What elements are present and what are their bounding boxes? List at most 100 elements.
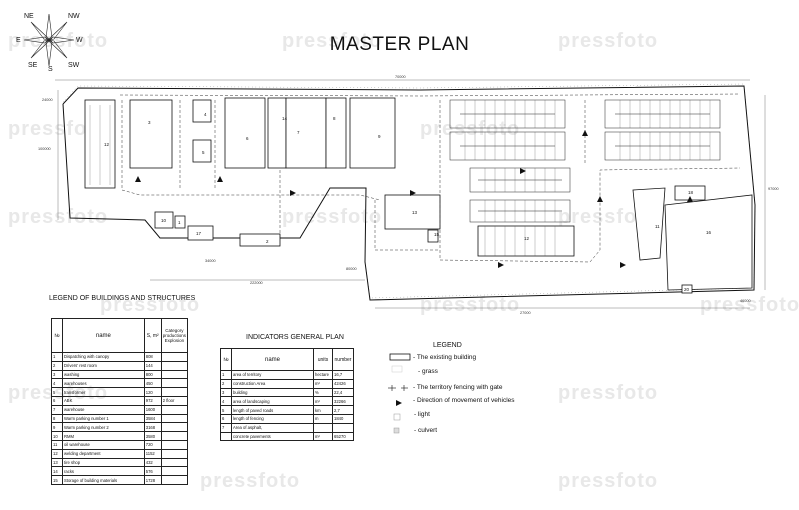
building-7: [285, 97, 327, 169]
legend-symbols: [388, 353, 411, 434]
building-row-area: 3584: [143, 413, 162, 424]
svg-text:10: 10: [161, 218, 167, 223]
watermark: pressfoto: [282, 30, 383, 52]
building-row-no: 15: [51, 475, 63, 485]
indicator-row-no: 7: [220, 422, 232, 433]
building-row-name: Dispatching with canopy: [62, 352, 145, 362]
watermark: pressfoto: [700, 294, 799, 316]
indicator-row-units: %: [313, 387, 333, 398]
building-row-cat: [160, 439, 189, 450]
building-row-cat: [160, 378, 189, 389]
ind-col-number: number: [332, 348, 354, 371]
building-11: [632, 187, 666, 261]
svg-text:2: 2: [266, 239, 269, 244]
building-10: [154, 211, 174, 229]
legend-item-fence: - The territory fencing with gate: [413, 384, 503, 391]
building-8: [325, 97, 347, 169]
indicator-row-no: [220, 431, 232, 442]
building-row-cat: [160, 413, 189, 424]
building-row-name: Storage of building materials: [62, 475, 145, 485]
indicator-row-no: 3: [220, 387, 232, 398]
building-row-cat: [160, 404, 189, 415]
indicator-row-units: [313, 422, 333, 433]
indicator-row-name: length of fencing: [231, 413, 314, 424]
buildings-table-header: № name S, m² Category productions Explos…: [51, 318, 189, 353]
svg-text:1: 1: [178, 220, 181, 225]
dim-bottom-mid: 34000: [205, 259, 216, 263]
building-row-no: 11: [51, 439, 63, 450]
indicator-row-units: m: [313, 413, 333, 424]
indicator-row-units: hectare: [313, 370, 333, 380]
building-row-cat: [160, 360, 189, 371]
indicator-row-units: m²: [313, 396, 333, 407]
svg-text:3: 3: [148, 120, 151, 125]
watermark: pressfoto: [8, 118, 109, 140]
building-row-no: 8: [51, 413, 63, 424]
buildings-table: № name S, m² Category productions Explos…: [51, 318, 189, 485]
compass-label-e: E: [16, 37, 21, 44]
building-row-area: 144: [143, 360, 162, 371]
col-area: S, m²: [143, 318, 162, 353]
building-row-no: 7: [51, 404, 63, 415]
indicator-row-name: area of territory: [231, 370, 314, 380]
building-row-area: 450: [143, 378, 162, 389]
dim-left-mid: 80000: [346, 267, 357, 271]
building-row-no: 5: [51, 387, 63, 397]
building-row-name: transformer: [62, 387, 145, 397]
direction-arrows: [135, 130, 693, 268]
building-row-no: 10: [51, 431, 63, 441]
building-row-no: 12: [51, 448, 63, 459]
watermark: pressfoto: [558, 30, 659, 52]
indicator-row-no: 5: [220, 405, 232, 415]
svg-text:14: 14: [282, 116, 288, 121]
building-row-cat: [160, 422, 189, 433]
building-row-no: 2: [51, 360, 63, 371]
legend-item-direction: - Direction of movement of vehicles: [413, 397, 515, 404]
watermark: pressfoto: [282, 206, 383, 228]
indicator-row-units: m²: [313, 431, 333, 442]
indicator-row-number: 42426: [332, 378, 354, 389]
col-name: name: [62, 318, 145, 353]
building-row-name: warehouse: [62, 404, 145, 415]
indicator-row-units: m²: [313, 378, 333, 389]
grass-icon: [391, 365, 403, 373]
watermark: pressfoto: [420, 294, 521, 316]
culvert-icon: [393, 427, 400, 434]
indicator-row-no: 1: [220, 370, 232, 380]
col-category: Category productions Explosion: [160, 318, 189, 353]
buildings-legend-heading: LEGEND OF BUILDINGS AND STRUCTURES: [49, 295, 196, 302]
building-row-no: 13: [51, 457, 63, 468]
legend-item-culvert: - culvert: [414, 427, 438, 434]
building-row-cat: [160, 387, 189, 397]
compass-label-ne: NE: [24, 13, 34, 20]
indicator-row-name: area of landscaping: [231, 396, 314, 407]
building-row-cat: [160, 431, 189, 441]
building-row-area: 972: [143, 395, 162, 406]
building-15: [427, 229, 439, 243]
building-row-area: 3580: [143, 431, 162, 441]
building-20: [681, 284, 693, 294]
indicator-row-number: 22,4: [332, 387, 354, 398]
watermark: pressfoto: [558, 206, 659, 228]
light-icon: [393, 413, 401, 421]
ind-col-units: units: [313, 348, 333, 371]
svg-text:15: 15: [434, 232, 440, 237]
indicator-row-name: concrete pavements: [231, 431, 314, 442]
dim-bottom-left: 222000: [250, 281, 263, 285]
dim-bottom-right: 46000: [740, 299, 751, 303]
building-3: [129, 99, 173, 169]
svg-text:12: 12: [524, 236, 530, 241]
building-row-name: warehouses: [62, 378, 145, 389]
building-row-area: 1152: [143, 448, 162, 459]
building-12-right: [477, 225, 575, 257]
